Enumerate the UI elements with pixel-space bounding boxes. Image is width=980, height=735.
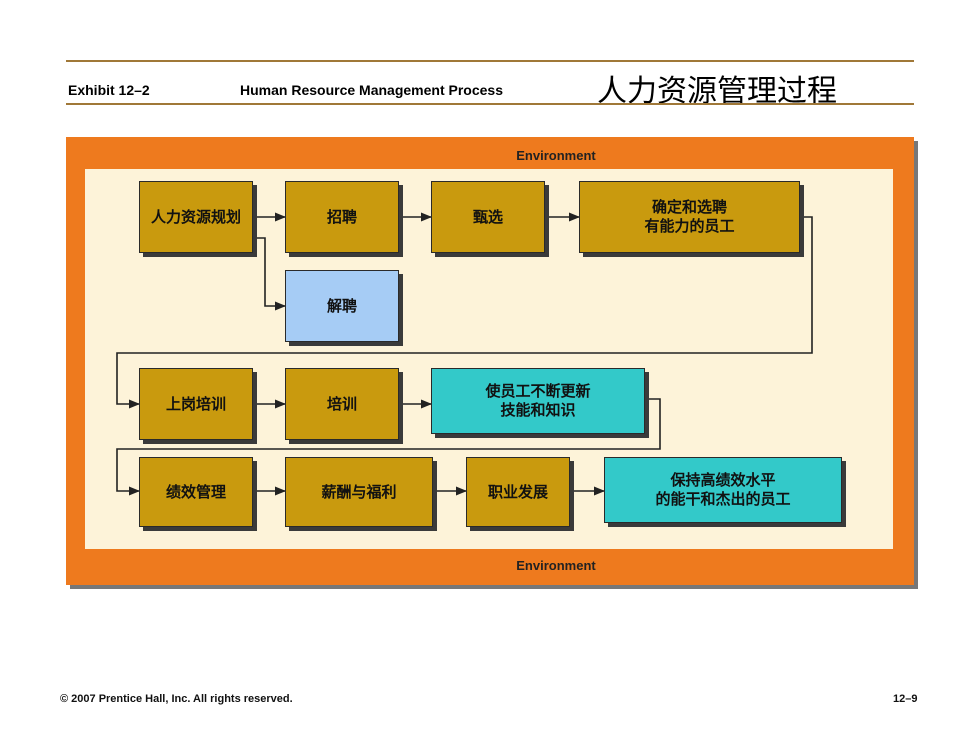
training-box: 培训 <box>285 368 399 440</box>
career-development-box: 职业发展 <box>466 457 570 527</box>
environment-label-bottom: Environment <box>516 558 596 573</box>
header-top-rule <box>66 60 914 62</box>
hr-planning-box: 人力资源规划 <box>139 181 253 253</box>
decruitment-box: 解聘 <box>285 270 399 342</box>
selection-box: 甄选 <box>431 181 545 253</box>
page-number: 12–9 <box>893 693 918 705</box>
compensation-box: 薪酬与福利 <box>285 457 433 527</box>
header-bottom-rule <box>66 103 914 105</box>
performance-management-box: 绩效管理 <box>139 457 253 527</box>
retain-employees-box: 保持高绩效水平 的能干和杰出的员工 <box>604 457 842 523</box>
recruitment-box: 招聘 <box>285 181 399 253</box>
copyright-notice: © 2007 Prentice Hall, Inc. All rights re… <box>60 693 293 705</box>
exhibit-title-en: Human Resource Management Process <box>240 82 503 98</box>
environment-label-top: Environment <box>516 148 596 163</box>
exhibit-number: Exhibit 12–2 <box>68 82 150 98</box>
identify-select-box: 确定和选聘 有能力的员工 <box>579 181 800 253</box>
orientation-box: 上岗培训 <box>139 368 253 440</box>
update-skills-box: 使员工不断更新 技能和知识 <box>431 368 645 434</box>
